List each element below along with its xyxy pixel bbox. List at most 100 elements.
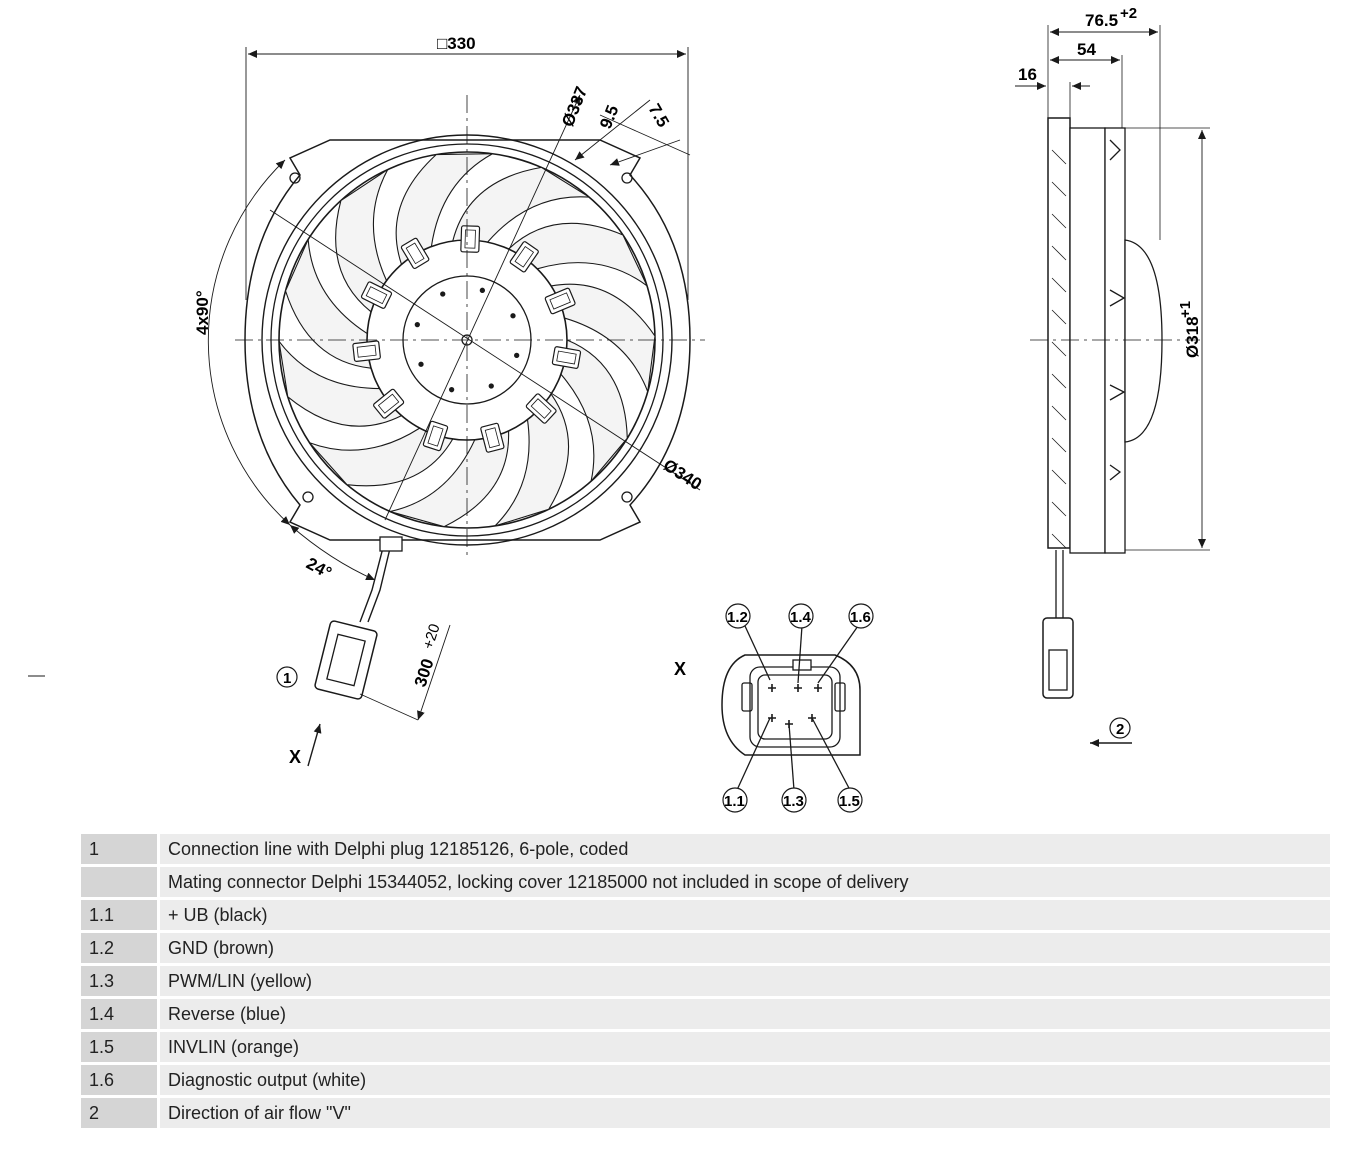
fan-blade — [395, 153, 493, 266]
side-rib — [1051, 533, 1067, 549]
hub-rivet — [418, 361, 424, 367]
mounting-hole — [289, 172, 301, 184]
fan-blade — [550, 283, 656, 392]
connector-housing — [721, 654, 861, 756]
dim-dia-318-tol: +1 — [1177, 301, 1194, 318]
fan-blade — [560, 339, 628, 482]
cable-clamp — [379, 536, 403, 552]
side-rib — [1051, 245, 1067, 261]
legend-text: Connection line with Delphi plug 1218512… — [160, 834, 1330, 867]
side-clip — [1109, 384, 1126, 401]
callout-pin-1-2: 1.2 — [727, 609, 748, 626]
callout-1-circle — [276, 666, 298, 688]
side-rib — [1051, 405, 1067, 421]
side-rib — [1051, 437, 1067, 453]
hub-rivets — [414, 287, 520, 393]
fan-blade — [494, 393, 570, 527]
dim-width-330: □330 — [437, 34, 476, 53]
dim-dia-337: Ø337 — [558, 84, 591, 130]
hub-clip — [480, 422, 505, 453]
delphi-plug-side — [1042, 617, 1074, 699]
delphi-plug-front — [314, 620, 378, 700]
legend-text: Direction of air flow "V" — [160, 1098, 1330, 1131]
hub-clip — [525, 393, 557, 424]
fan-blade — [452, 166, 590, 243]
side-hub — [1124, 239, 1163, 443]
legend-text: Reverse (blue) — [160, 999, 1330, 1032]
side-rib — [1051, 277, 1067, 293]
mounting-hole — [621, 491, 633, 503]
dim-depth-16: 16 — [1018, 65, 1037, 84]
legend-text: INVLIN (orange) — [160, 1032, 1330, 1065]
legend-key: 1.2 — [81, 933, 160, 966]
hub-clip-slot — [549, 292, 571, 310]
hub-rivet — [440, 291, 446, 297]
side-rib — [1051, 341, 1067, 357]
legend-text: Diagnostic output (white) — [160, 1065, 1330, 1098]
side-motor — [1104, 127, 1126, 554]
legend-key: 2 — [81, 1098, 160, 1131]
side-rib — [1051, 469, 1067, 485]
dim-depth-54: 54 — [1077, 40, 1096, 59]
callout-pin-1-5: 1.5 — [839, 793, 860, 810]
dim-cable-300: 300 — [411, 656, 438, 689]
legend-key: 1.5 — [81, 1032, 160, 1065]
legend-text: + UB (black) — [160, 900, 1330, 933]
angle-arc-4x90 — [207, 159, 291, 526]
fan-blade — [389, 430, 510, 528]
hub-clip — [551, 346, 582, 369]
side-shroud — [1069, 127, 1106, 554]
hub-rivet — [510, 313, 516, 319]
hub-clips — [352, 225, 582, 453]
hub-clip — [360, 281, 393, 309]
connector-pin — [814, 684, 822, 692]
fan-blade — [507, 222, 648, 287]
dim-angle-4x90: 4x90° — [193, 290, 212, 335]
dim-angle-24: 24° — [303, 554, 335, 583]
legend-key: 1.4 — [81, 999, 160, 1032]
legend-key: 1 — [81, 834, 160, 867]
side-rib — [1051, 213, 1067, 229]
fan-blade — [335, 169, 389, 313]
technical-drawing: □330 4x90° 24° Ø337 9.5 7.5 Ø340 300 +20… — [28, 5, 1210, 813]
legend-row: Mating connector Delphi 15344052, lockin… — [81, 867, 1330, 900]
dimension-330 — [245, 47, 689, 300]
hub-clip-slot — [514, 246, 535, 268]
side-clip — [1109, 289, 1126, 307]
hub-rivet — [514, 352, 520, 359]
legend-text: GND (brown) — [160, 933, 1330, 966]
side-ribs — [1051, 149, 1067, 549]
hub-clip-slot — [377, 393, 400, 414]
hub-clip — [509, 241, 539, 273]
mounting-hole — [621, 172, 633, 184]
legend-row: 1.1+ UB (black) — [81, 900, 1330, 933]
hub-rivet — [414, 321, 420, 328]
callout-1: 1 — [283, 670, 291, 687]
hub-clip-slot — [405, 242, 425, 265]
side-clip — [1109, 139, 1121, 161]
hub-clip-slot — [484, 427, 500, 449]
side-rib — [1051, 149, 1067, 165]
side-frame-flange — [1047, 117, 1071, 549]
hub-clip-slot — [464, 229, 476, 249]
callout-pin-1-6: 1.6 — [850, 609, 871, 626]
hub-clip — [400, 237, 430, 269]
callout-pin-1-3: 1.3 — [783, 793, 804, 810]
fan-front-view — [235, 94, 705, 767]
side-clip — [1109, 464, 1122, 481]
fan-blade — [284, 239, 372, 369]
dim-gap-9-5: 9.5 — [596, 102, 622, 131]
dim-cable-300-tol: +20 — [420, 622, 444, 651]
legend-text: Mating connector Delphi 15344052, lockin… — [160, 867, 1330, 900]
view-x-front: X — [289, 747, 301, 767]
callout-2: 2 — [1116, 721, 1124, 738]
side-rib — [1051, 181, 1067, 197]
hub-clip-slot — [556, 350, 577, 365]
fan-side-view — [1015, 25, 1210, 747]
hub-clip — [352, 340, 381, 362]
